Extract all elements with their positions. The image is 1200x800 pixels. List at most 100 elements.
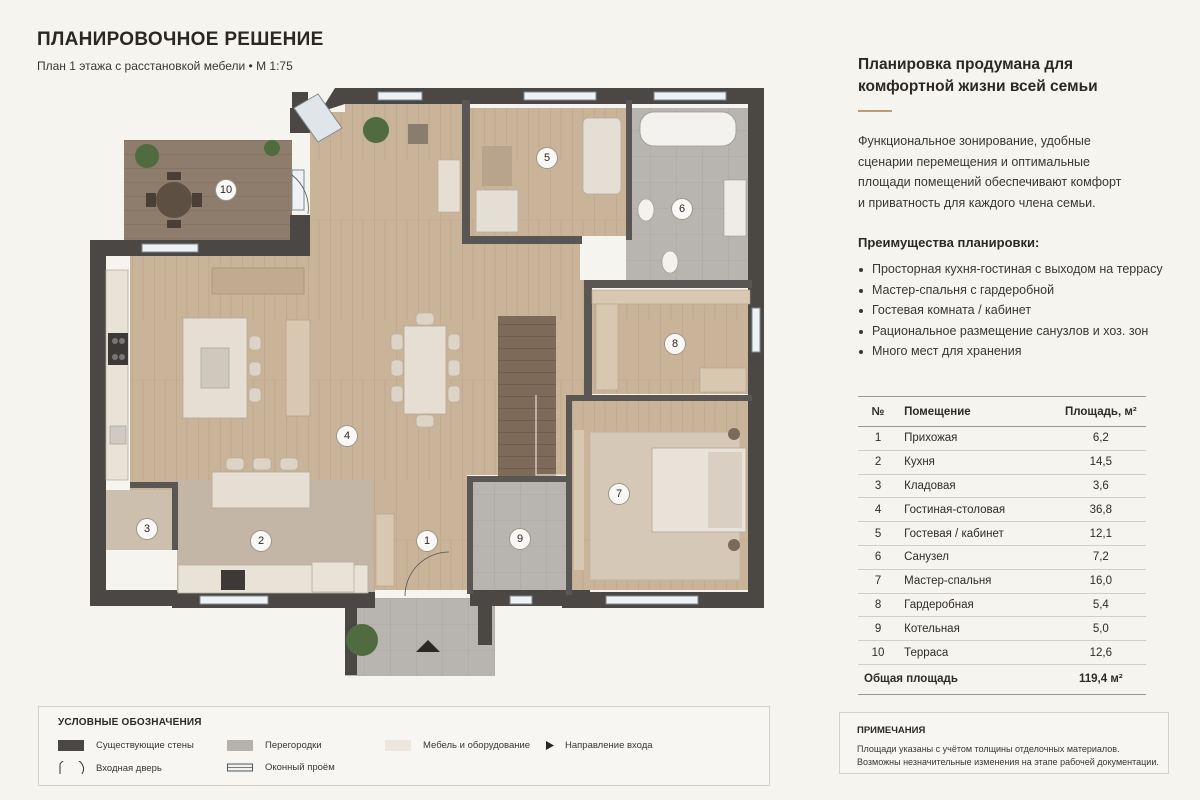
window-icon xyxy=(227,763,253,772)
room-area-cell: 7,2 xyxy=(1055,545,1146,570)
console-table xyxy=(285,319,311,417)
room-name-cell: Мастер-спальня xyxy=(898,569,1056,594)
room-number-cell: 7 xyxy=(858,569,899,594)
room-name-cell: Котельная xyxy=(898,616,1056,642)
total-row: Общая площадь 119,4 м² xyxy=(858,663,1146,695)
room-name-cell: Терраса xyxy=(898,640,1056,665)
room-number-cell: 9 xyxy=(858,616,899,642)
advantage-item: Мастер-спальня с гардеробной xyxy=(858,280,1163,301)
entry-door-arc xyxy=(404,551,450,597)
room-area-cell: 5,0 xyxy=(1055,616,1146,642)
room-area-cell: 12,1 xyxy=(1055,521,1146,546)
room-marker-7: 7 xyxy=(608,483,630,505)
notes-title: ПРИМЕЧАНИЯ xyxy=(857,725,926,736)
desc-line: сценарии перемещения и оптимальные xyxy=(858,154,1090,169)
legend-walls-label: Существующие стены xyxy=(96,740,194,751)
room-number-cell: 5 xyxy=(858,521,899,546)
dining-table xyxy=(403,325,447,415)
room-area-cell: 3,6 xyxy=(1055,474,1146,499)
advantages-title: Преимущества планировки: xyxy=(858,235,1040,250)
desc-line: площади помещений обеспечивают комфорт xyxy=(858,175,1122,189)
guest-bed xyxy=(475,189,519,233)
staircase xyxy=(498,316,556,476)
page-subtitle: План 1 этажа с расстановкой мебели • М 1… xyxy=(37,59,293,73)
room-area-cell: 6,2 xyxy=(1055,426,1146,451)
entry-direction-arrow xyxy=(416,640,440,652)
furniture-swatch xyxy=(385,740,411,751)
legend-window: Оконный проём xyxy=(227,762,335,773)
room-marker-9: 9 xyxy=(509,528,531,550)
total-value: 119,4 м² xyxy=(1055,663,1146,695)
room-area-cell: 36,8 xyxy=(1055,497,1146,523)
toilet xyxy=(637,198,655,222)
room-name-cell: Гостевая / кабинет xyxy=(898,521,1056,546)
walls-swatch xyxy=(58,740,84,751)
room-name-cell: Санузел xyxy=(898,545,1056,570)
col-area: Площадь, м² xyxy=(1055,396,1146,427)
table-header-row: № Помещение Площадь, м² xyxy=(858,396,1146,427)
oven xyxy=(221,570,245,590)
notes-text: Площади указаны с учётом толщины отделоч… xyxy=(857,743,1159,769)
info-heading-line-2: комфортной жизни всей семьи xyxy=(858,78,1098,95)
entry-cabinet xyxy=(375,513,395,587)
legend-door-label: Входная дверь xyxy=(96,762,162,774)
room-number-cell: 4 xyxy=(858,497,899,523)
room-number-cell: 1 xyxy=(858,426,899,451)
desc-line: Функциональное зонирование, удобные xyxy=(858,134,1091,148)
total-label: Общая площадь xyxy=(858,663,1056,695)
room-name-cell: Гардеробная xyxy=(898,593,1056,618)
notes-line-1: Площади указаны с учётом толщины отделоч… xyxy=(857,744,1120,754)
room-marker-4: 4 xyxy=(336,425,358,447)
desk xyxy=(437,159,461,213)
room-number-cell: 10 xyxy=(858,640,899,665)
room-number-cell: 2 xyxy=(858,450,899,475)
room-name-cell: Гостиная-столовая xyxy=(898,497,1056,523)
notes-line-2: Возможны незначительные изменения на эта… xyxy=(857,757,1159,767)
col-room: Помещение xyxy=(898,396,1056,427)
advantage-item: Просторная кухня-гостиная с выходом на т… xyxy=(858,259,1163,280)
guest-sofa xyxy=(582,117,622,195)
room-number-cell: 8 xyxy=(858,593,899,618)
advantage-item: Много мест для хранения xyxy=(858,341,1163,362)
legend-partitions-label: Перегородки xyxy=(265,740,322,751)
room-area-cell: 14,5 xyxy=(1055,450,1146,475)
room-marker-5: 5 xyxy=(536,147,558,169)
advantage-item: Гостевая комната / кабинет xyxy=(858,300,1163,321)
bar-counter xyxy=(211,471,311,509)
partitions-swatch xyxy=(227,740,253,751)
room-number-cell: 3 xyxy=(858,474,899,499)
room-marker-1: 1 xyxy=(416,530,438,552)
info-description: Функциональное зонирование, удобные сцен… xyxy=(858,131,1158,213)
legend-title: УСЛОВНЫЕ ОБОЗНАЧЕНИЯ xyxy=(58,717,202,728)
advantage-item: Рациональное размещение санузлов и хоз. … xyxy=(858,321,1163,342)
legend-furniture: Мебель и оборудование xyxy=(385,740,530,751)
room-marker-2: 2 xyxy=(250,530,272,552)
legend-door: Входная дверь xyxy=(58,761,162,775)
partitions xyxy=(130,100,752,595)
room-marker-10: 10 xyxy=(215,179,237,201)
plants xyxy=(135,117,389,656)
vanity xyxy=(723,179,747,237)
page-title: ПЛАНИРОВОЧНОЕ РЕШЕНИЕ xyxy=(37,29,324,50)
room-name-cell: Кладовая xyxy=(898,474,1056,499)
legend-furniture-label: Мебель и оборудование xyxy=(423,740,531,751)
floor-plan xyxy=(90,88,764,676)
door-icon xyxy=(59,761,84,775)
room-name-cell: Кухня xyxy=(898,450,1056,475)
legend-entry-label: Направление входа xyxy=(565,740,653,751)
room-marker-6: 6 xyxy=(671,198,693,220)
col-number: № xyxy=(858,396,899,427)
stairs-top xyxy=(211,267,305,295)
legend: УСЛОВНЫЕ ОБОЗНАЧЕНИЯ Существующие стены … xyxy=(38,706,770,786)
room-area-cell: 12,6 xyxy=(1055,640,1146,665)
info-heading: Планировка продумана для комфортной жизн… xyxy=(858,54,1178,98)
room-name-cell: Прихожая xyxy=(898,426,1056,451)
